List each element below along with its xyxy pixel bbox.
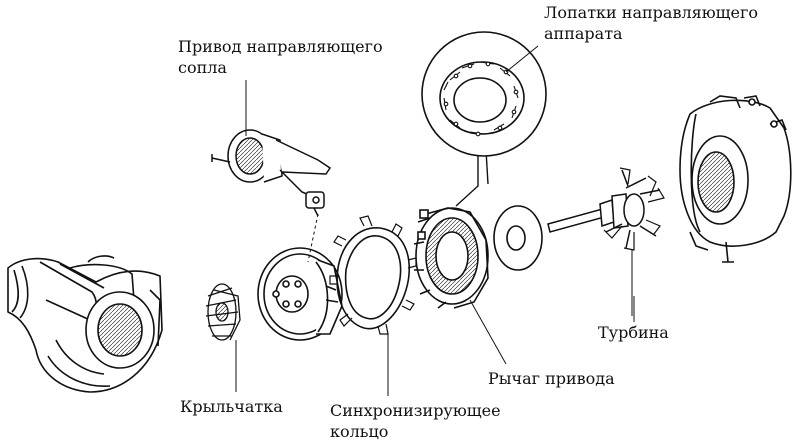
- label-actuator: Привод направляющего сопла: [178, 36, 383, 78]
- vnt-actuator: [211, 129, 332, 217]
- label-actuator-line2: сопла: [178, 58, 227, 77]
- lever-leader: [469, 299, 507, 365]
- bearing-housing: [257, 247, 343, 341]
- label-vanes-line2: аппарата: [544, 24, 623, 43]
- turbine-shaft: [547, 167, 665, 316]
- label-turbine: Турбина: [598, 323, 669, 342]
- label-vanes-line1: Лопатки направляющего: [544, 3, 758, 22]
- label-sync-ring-line1: Синхронизирующее: [330, 401, 501, 420]
- label-impeller: Крыльчатка: [180, 397, 283, 416]
- label-sync-ring: Синхронизирующее кольцо: [330, 400, 501, 442]
- vanes-leader: [505, 45, 539, 73]
- nozzle-vane-assembly: [413, 207, 489, 309]
- label-sync-ring-line2: кольцо: [330, 422, 389, 441]
- leader-lines: [235, 45, 635, 396]
- vane-detail-callout: [421, 31, 547, 207]
- actuator-link-line: [307, 213, 319, 263]
- synchronizing-ring: [329, 215, 417, 335]
- heat-shield-disk: [493, 205, 543, 271]
- label-lever: Рычаг привода: [488, 369, 615, 388]
- label-actuator-line1: Привод направляющего: [178, 37, 383, 56]
- compressor-housing: [7, 255, 163, 393]
- impeller: [205, 283, 241, 341]
- turbine-housing: [679, 95, 792, 263]
- label-vanes: Лопатки направляющего аппарата: [544, 2, 758, 44]
